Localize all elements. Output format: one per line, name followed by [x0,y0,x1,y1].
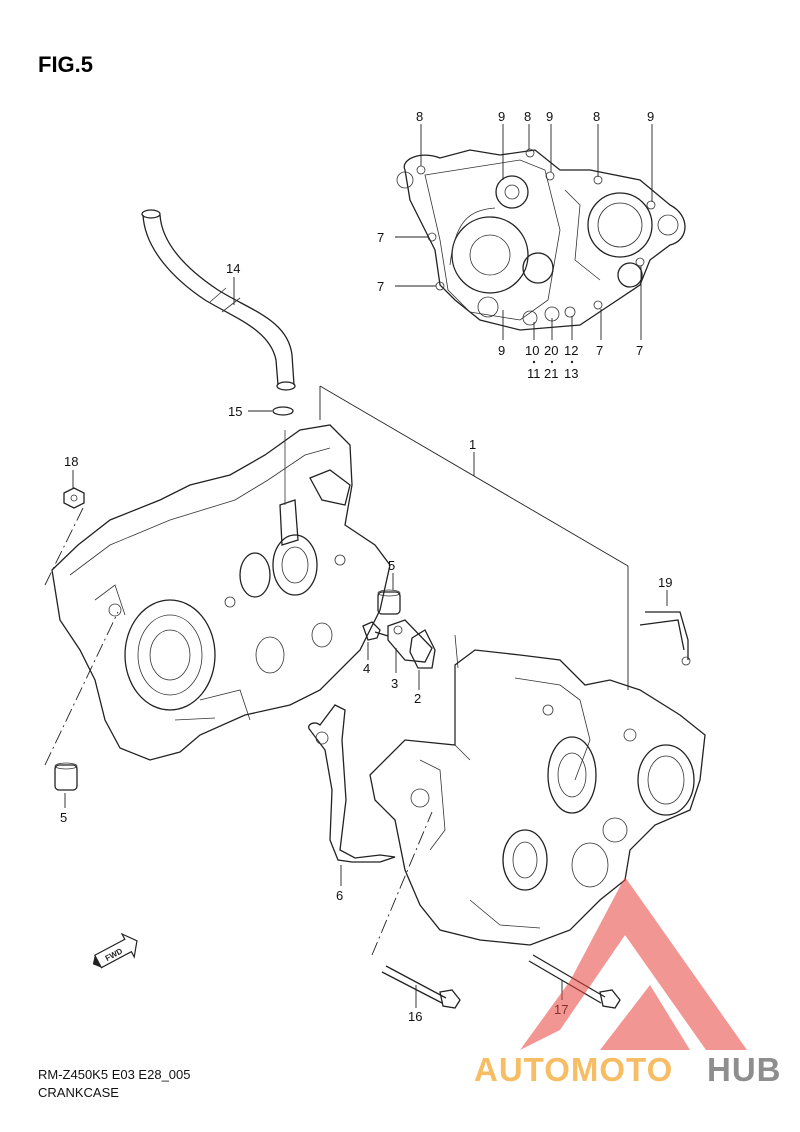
callout-5: 5 [60,810,67,825]
callout-19: 19 [658,575,672,590]
dowel-pin-right [377,589,401,615]
dowel-pin-left [54,762,78,791]
callout-12: 12 [564,343,578,358]
callout-9: 9 [647,109,654,124]
callout-1: 1 [469,437,476,452]
wordmark-hub: HUB [707,1051,782,1088]
clamp-part-19 [639,611,691,666]
nut-part-18 [63,487,85,509]
callout-10: 10 [525,343,539,358]
callout-9: 9 [498,343,505,358]
callout-18: 18 [64,454,78,469]
callout-7: 7 [377,279,384,294]
callout-16: 16 [408,1009,422,1024]
hose-clamp [272,406,294,416]
bolt-part-16 [381,965,461,1009]
wordmark-automoto: AUTOMOTO [474,1051,673,1088]
callout-7: 7 [377,230,384,245]
crankcase-inner-view [396,148,686,331]
callout-15: 15 [228,404,242,419]
callout-8: 8 [593,109,600,124]
breather-hose [141,209,296,391]
callout-8: 8 [416,109,423,124]
callout-2: 2 [414,691,421,706]
figure-title: FIG.5 [38,52,93,77]
bolt-part-17 [528,954,621,1009]
automotohub-logo [520,877,747,1050]
gasket-part-6 [308,704,396,863]
top-view-callouts: 8 9 8 9 8 9 7 7 9 10 20 12 7 7 11 21 13 [377,109,654,381]
callout-21: 21 [544,366,558,381]
callout-13: 13 [564,366,578,381]
callout-11: 11 [527,366,541,381]
model-code: RM-Z450K5 E03 E28_005 [38,1067,190,1082]
automotohub-wordmark: AUTOMOTO HUB [474,1051,782,1088]
plate-part-3 [387,619,433,663]
callout-20: 20 [544,343,558,358]
callout-14: 14 [226,261,240,276]
callout-7: 7 [636,343,643,358]
top-view-leaders [395,124,653,340]
callout-5: 5 [388,558,395,573]
callout-4: 4 [363,661,370,676]
callout-7: 7 [596,343,603,358]
callout-6: 6 [336,888,343,903]
callout-8: 8 [524,109,531,124]
bolt-part-4 [362,621,389,641]
callout-3: 3 [391,676,398,691]
section-name: CRANKCASE [38,1085,119,1100]
right-crankcase-half [369,634,706,946]
left-crankcase-half [51,424,391,761]
gasket-part-2 [409,629,436,669]
forward-direction-arrow: FWD [92,932,138,969]
callout-9: 9 [498,109,505,124]
crankcase-set-leader [319,385,629,690]
callout-9: 9 [546,109,553,124]
